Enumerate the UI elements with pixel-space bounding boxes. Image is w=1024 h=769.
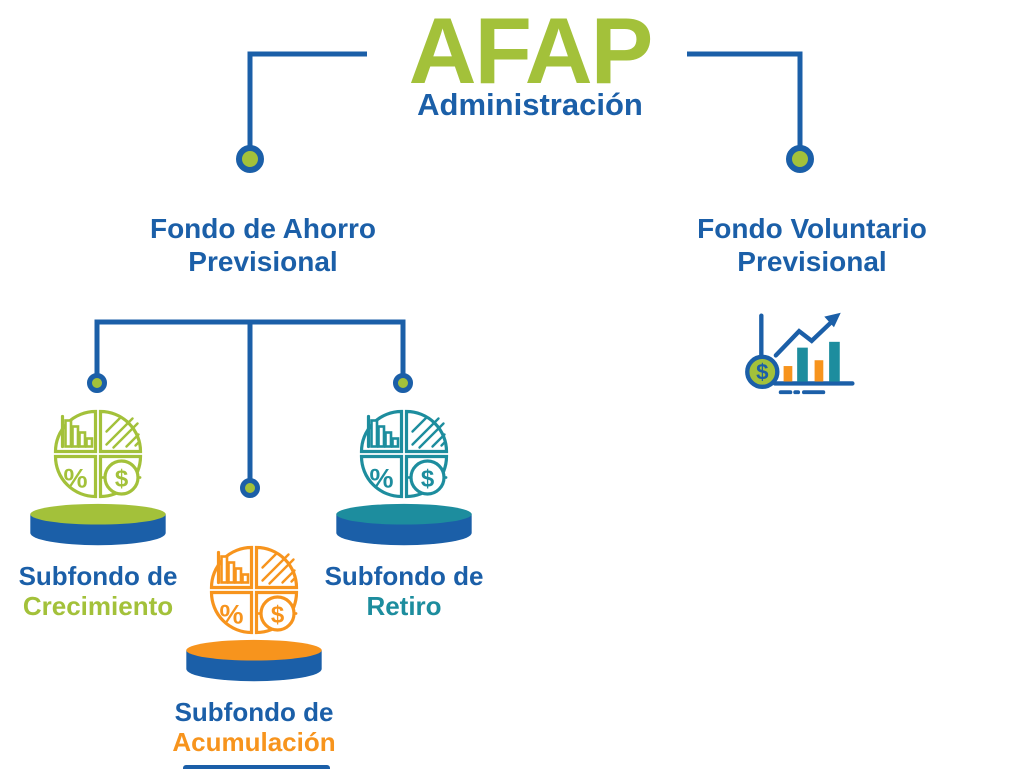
subfund-retiro-label: Subfondo de Retiro [319, 561, 489, 621]
node-dot [786, 145, 814, 173]
subfund-label-line1: Subfondo de [174, 697, 334, 727]
fondo-voluntario-line1: Fondo Voluntario [697, 213, 927, 244]
fondo-voluntario-line2: Previsional [737, 246, 887, 277]
node-dot [87, 373, 107, 393]
money-growth-chart-icon [738, 306, 866, 398]
investment-pie-chart-icon [354, 404, 454, 504]
subfund-label-line1: Subfondo de [18, 561, 178, 591]
cropped-bottom-shape [183, 765, 330, 769]
subfund-retiro: Subfondo de Retiro [319, 404, 489, 621]
branch-line-left [247, 51, 367, 146]
subfund-crecimiento: Subfondo de Crecimiento [13, 404, 183, 621]
page-subtitle: Administración [417, 87, 643, 122]
fund-cylinder [331, 502, 477, 549]
fund-cylinder [181, 638, 327, 685]
branch-line-right [687, 51, 803, 146]
subfund-label-line1: Subfondo de [324, 561, 484, 591]
node-dot [240, 478, 260, 498]
fondo-ahorro-line2: Previsional [188, 246, 338, 277]
fondo-voluntario-label: Fondo Voluntario Previsional [647, 212, 977, 278]
fondo-ahorro-label: Fondo de Ahorro Previsional [98, 212, 428, 278]
subfund-label-line2: Acumulación [172, 727, 336, 757]
subfund-acumulacion: Subfondo de Acumulación [169, 540, 339, 757]
fondo-ahorro-line1: Fondo de Ahorro [149, 213, 377, 244]
page-title: AFAP [408, 0, 654, 103]
investment-pie-chart-icon [48, 404, 148, 504]
node-dot [236, 145, 264, 173]
subfund-label-line2: Crecimiento [22, 591, 174, 621]
node-dot [393, 373, 413, 393]
subfund-crecimiento-label: Subfondo de Crecimiento [13, 561, 183, 621]
fund-cylinder [25, 502, 171, 549]
subfund-label-line2: Retiro [366, 591, 442, 621]
subfund-tree-line [94, 319, 406, 374]
investment-pie-chart-icon [204, 540, 304, 640]
subfund-acumulacion-label: Subfondo de Acumulación [169, 697, 339, 757]
